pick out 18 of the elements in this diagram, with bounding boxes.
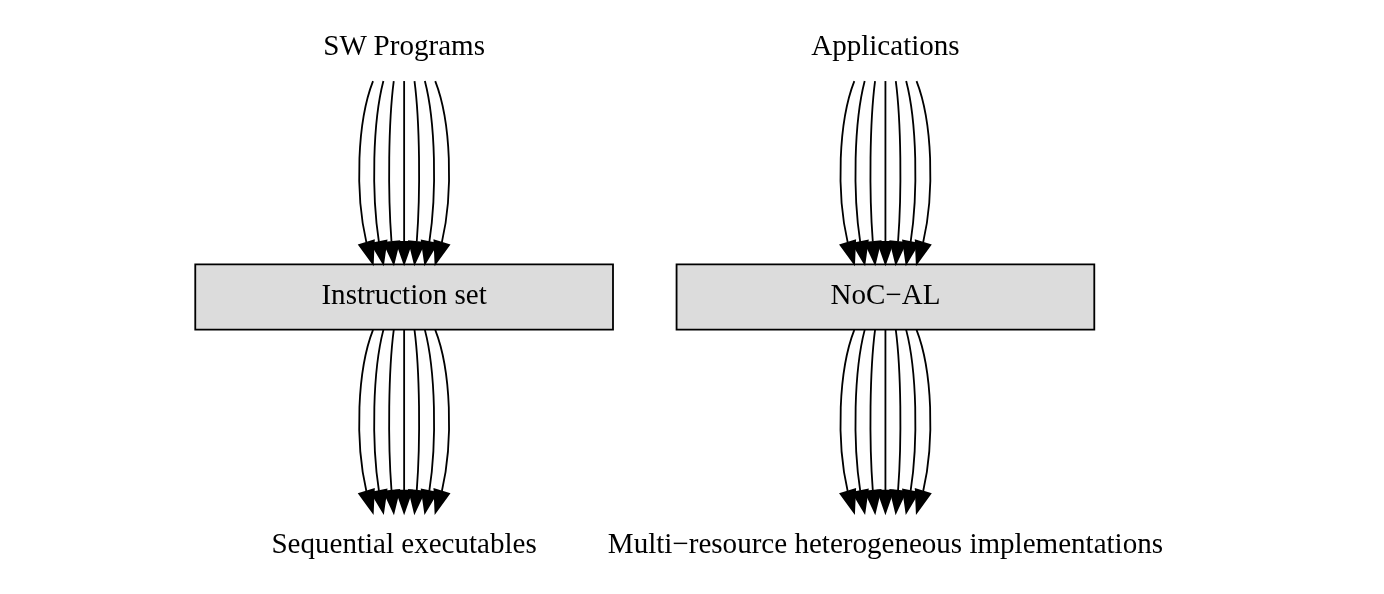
arrow [914,328,932,516]
arrow [851,80,869,267]
node-box: Instruction set [194,263,614,331]
node-box: NoC−AL [675,263,1096,331]
arrow [357,80,375,267]
node-text: Multi−resource heterogeneous implementations [607,526,1164,559]
arrow [851,328,869,516]
arrow [839,80,857,267]
arrow [839,328,857,516]
arrow [914,80,932,267]
node-text: SW Programs [323,29,485,62]
arrow [357,328,375,516]
node-text: Applications [811,29,960,62]
arrow [433,328,451,516]
node-text: Sequential executables [271,526,537,559]
arrow [370,80,388,267]
arrow [370,328,388,516]
arrow [433,80,451,267]
